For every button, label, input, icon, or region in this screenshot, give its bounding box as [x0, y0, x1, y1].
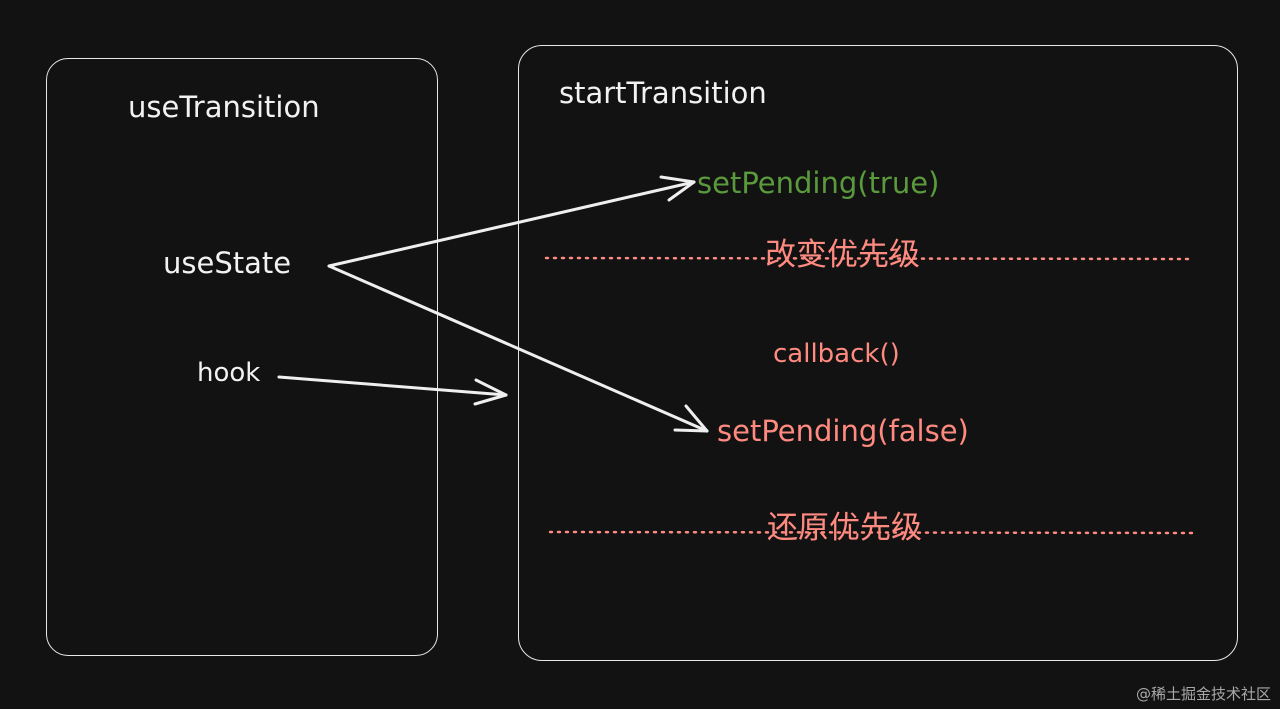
change-priority-separator — [544, 256, 1194, 261]
arrow-hook-to-start-transition — [277, 375, 508, 406]
start-transition-box — [518, 45, 1238, 661]
arrow-usestate-to-setpending-true — [327, 175, 696, 268]
restore-priority-label: 还原优先级 — [767, 510, 922, 546]
watermark: @稀土掘金技术社区 — [1135, 685, 1271, 703]
use-state-label: useState — [163, 246, 292, 280]
callback-label: callback() — [773, 339, 900, 369]
hook-label: hook — [197, 358, 261, 388]
use-transition-title: useTransition — [128, 90, 320, 124]
use-transition-box — [46, 58, 438, 656]
change-priority-label: 改变优先级 — [765, 237, 920, 273]
restore-priority-separator — [548, 530, 1198, 535]
set-pending-false-label: setPending(false) — [717, 414, 969, 448]
arrow-usestate-to-setpending-false — [327, 264, 709, 433]
start-transition-title: startTransition — [559, 76, 767, 110]
set-pending-true-label: setPending(true) — [697, 166, 940, 200]
